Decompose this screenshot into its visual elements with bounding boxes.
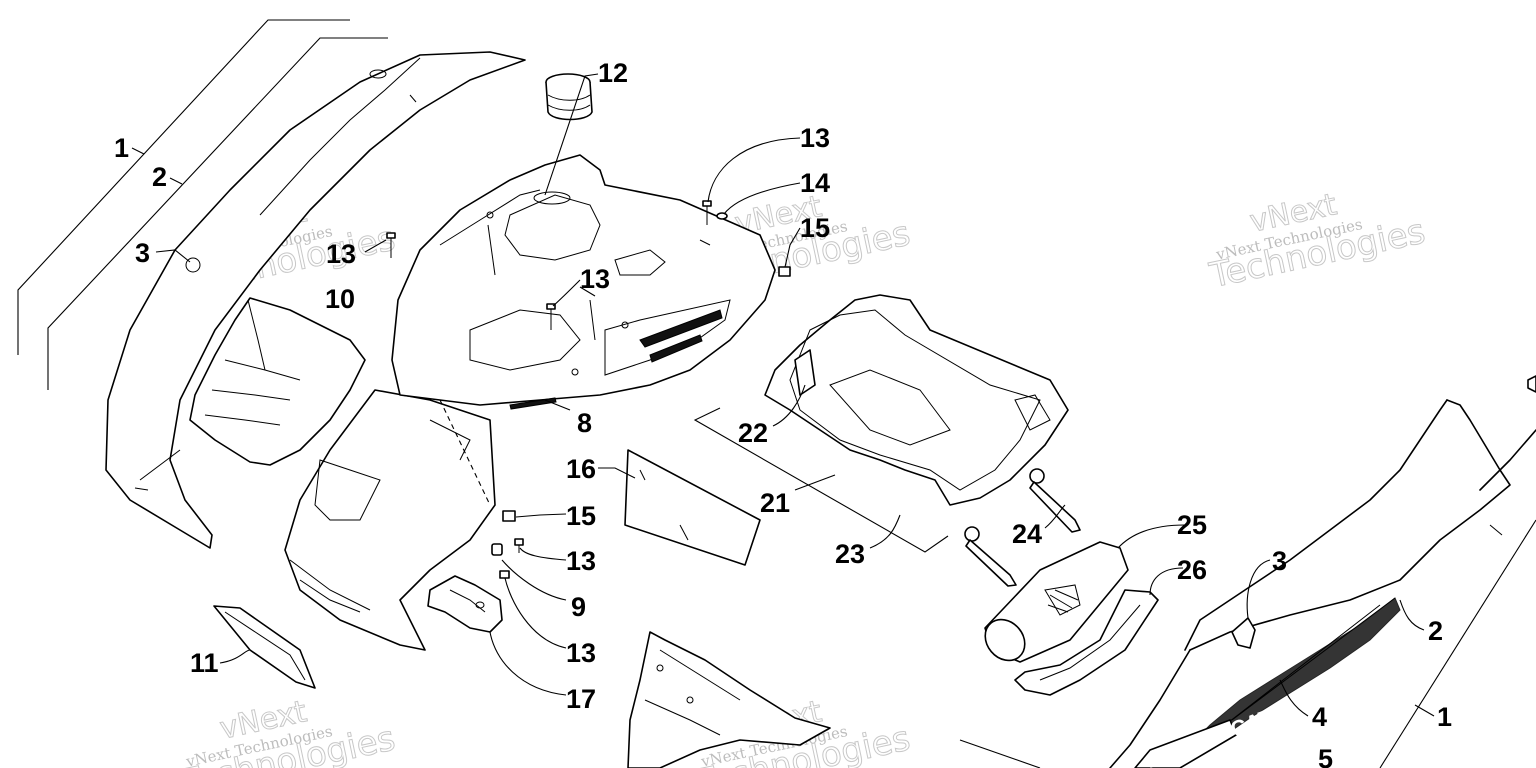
- clip-15a: [778, 266, 791, 277]
- callout-2-left: 2: [152, 162, 167, 192]
- side-vent: [189, 297, 366, 466]
- callout-12: 12: [598, 58, 628, 88]
- headlight-lens: [213, 605, 316, 689]
- callout-16: 16: [566, 454, 596, 484]
- right-side-panel: ARCTIC CAT: [1100, 375, 1536, 768]
- screw-13c: [546, 303, 556, 330]
- callout-11: 11: [190, 648, 219, 678]
- windshield-film: [624, 449, 761, 566]
- screw-13b: [702, 200, 712, 225]
- callout-3-right: 3: [1272, 546, 1287, 576]
- callout-25: 25: [1177, 510, 1207, 540]
- callout-23: 23: [835, 539, 865, 569]
- grommet-9: [491, 543, 503, 556]
- clip-15b: [502, 510, 516, 522]
- hood-console: [391, 154, 776, 410]
- callout-17: 17: [566, 684, 596, 714]
- latch-strap-lower: [964, 526, 1017, 587]
- canister-holder: [1014, 589, 1159, 696]
- callout-13-b: 13: [800, 123, 830, 153]
- callout-1-right: 1: [1437, 702, 1452, 732]
- callout-13-c: 13: [580, 264, 610, 294]
- decal-bracket-right-2: [959, 739, 1041, 768]
- callout-26: 26: [1177, 555, 1207, 585]
- callout-13-e: 13: [566, 638, 596, 668]
- assembly-line: [439, 399, 491, 506]
- leader-lines: [131, 73, 1435, 717]
- watermark-3: vNext vNext Technologies Technologies: [1205, 187, 1429, 297]
- storage-tray: [764, 294, 1069, 506]
- watermark-4: vNext vNext Technologies Technologies: [175, 694, 399, 768]
- callout-15-a: 15: [800, 213, 830, 243]
- callout-1-left: 1: [114, 133, 129, 163]
- callout-3-left: 3: [135, 238, 150, 268]
- callout-22: 22: [738, 418, 768, 448]
- callout-24: 24: [1012, 519, 1042, 549]
- screw-13e: [499, 570, 510, 579]
- callout-2-right: 2: [1428, 616, 1443, 646]
- screw-13d: [514, 538, 524, 553]
- callout-labels: 1 2 3 13 10 12 13 14 15 13 8 22 16 21 15…: [114, 58, 1452, 768]
- washer-14: [716, 212, 728, 220]
- storage-canister: [984, 541, 1129, 663]
- callout-8: 8: [577, 408, 592, 438]
- boot-grommet: [545, 73, 593, 121]
- callout-13-d: 13: [566, 546, 596, 576]
- lower-frame: [627, 631, 831, 768]
- callout-10: 10: [325, 284, 355, 314]
- front-nose-panel: [284, 389, 496, 651]
- callout-4: 4: [1312, 702, 1327, 732]
- callout-15-b: 15: [566, 501, 596, 531]
- callout-13-a: 13: [326, 239, 356, 269]
- mount-bracket: [427, 575, 503, 633]
- callout-21: 21: [760, 488, 790, 518]
- hood-side-panel: [105, 51, 526, 549]
- decal-bracket-1: [17, 19, 350, 355]
- callout-5: 5: [1318, 744, 1333, 768]
- decal-bracket-2: [47, 37, 388, 390]
- latch-strap-upper: [1029, 468, 1081, 533]
- callout-9: 9: [571, 592, 586, 622]
- decal-bracket-right-1: [1379, 519, 1536, 768]
- callout-14: 14: [800, 168, 830, 198]
- screw-13a: [386, 232, 396, 258]
- tray-floor-outline: [693, 407, 949, 553]
